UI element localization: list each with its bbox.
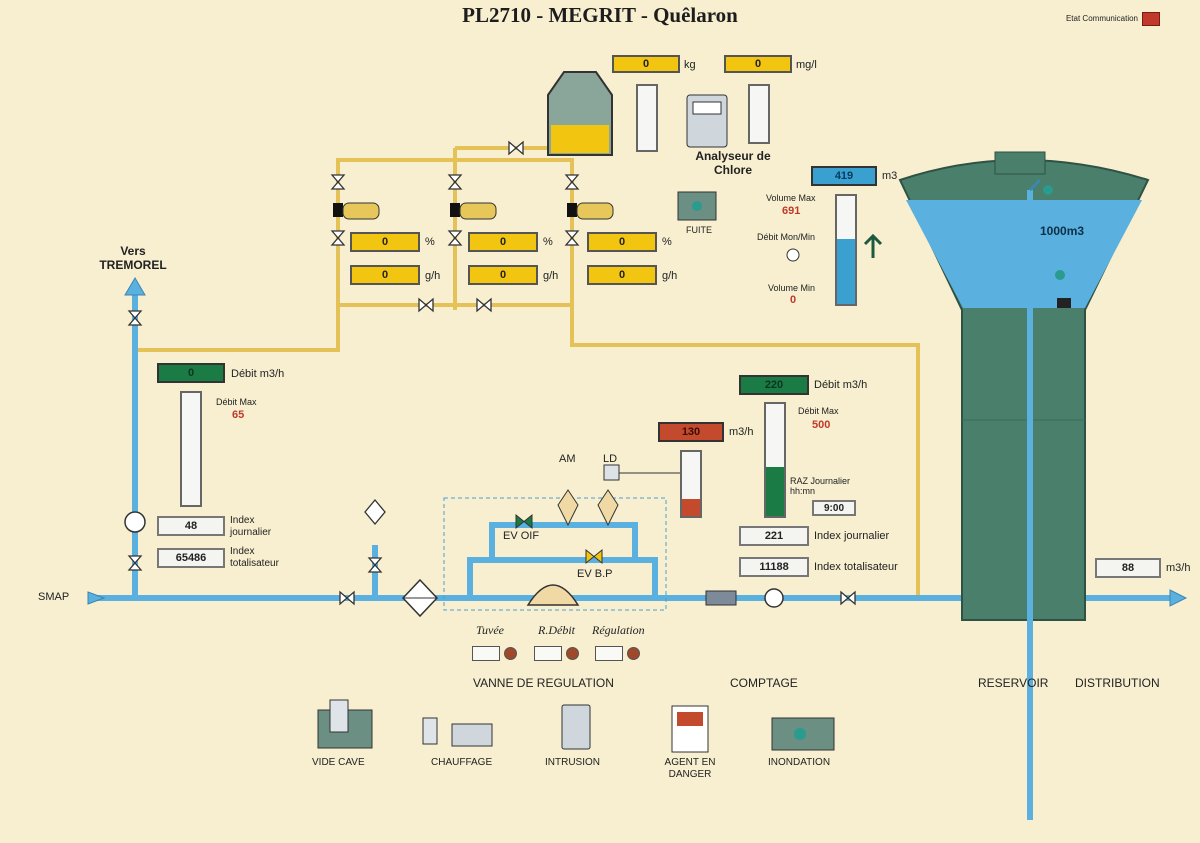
status-led-icon	[504, 647, 517, 660]
alarm-intrusion[interactable]: INTRUSION	[545, 757, 600, 768]
reg-button-tuvee[interactable]	[472, 646, 517, 661]
alarm-inondation[interactable]: INONDATION	[768, 757, 831, 768]
reservoir-volume-display: 419	[811, 166, 877, 186]
alarm-agent-danger[interactable]: AGENT EN DANGER	[664, 757, 716, 780]
counting-total-label: Index totalisateur	[814, 561, 898, 573]
reg-button-regulation[interactable]	[595, 646, 640, 661]
counting-daily-label: Index journalier	[814, 530, 890, 542]
reg-button-rdebit[interactable]	[534, 646, 579, 661]
distribution-section-label: DISTRIBUTION	[1075, 676, 1160, 690]
counting-daily-index: 221	[739, 526, 809, 546]
counting-flow-fill	[766, 466, 784, 516]
tremorel-max-label: Débit Max	[216, 397, 257, 407]
tremorel-label: Vers TREMOREL	[99, 244, 167, 272]
dosing-pumps	[333, 202, 614, 220]
regulation-flow-gauge	[680, 450, 702, 518]
counting-flow-gauge	[764, 402, 786, 518]
tremorel-daily-index: 48	[157, 516, 225, 536]
tremorel-total-label: Index totalisateur	[230, 546, 279, 569]
comm-status[interactable]: Etat Communication	[1066, 12, 1160, 26]
reservoir-section-label: RESERVOIR	[978, 676, 1049, 690]
counting-max-label: Débit Max	[798, 406, 839, 416]
chlorine-tank	[547, 71, 613, 156]
vol-min-value: 0	[790, 294, 797, 306]
alarm-chauffage[interactable]: CHAUFFAGE	[431, 757, 493, 768]
regulation-flow-unit: m3/h	[729, 426, 754, 438]
chlorine-mgl-display: 0	[724, 55, 792, 73]
tremorel-flow-label: Débit m3/h	[231, 368, 285, 380]
ev-oif-label: EV OIF	[503, 530, 540, 542]
alarm-vide-cave[interactable]: VIDE CAVE	[312, 757, 365, 768]
distribution-arrow	[1169, 589, 1188, 607]
reservoir-volume-gauge	[835, 194, 857, 306]
tremorel-flow-display: 0	[157, 363, 225, 383]
pump-3-pct: 0	[587, 232, 657, 252]
ev-bp-label: EV B.P	[577, 568, 613, 580]
status-led-icon	[566, 647, 579, 660]
reg-button-label-2: R.Débit	[538, 623, 575, 637]
regulation-flow-display: 130	[658, 422, 724, 442]
reg-button-label-1: Tuvée	[476, 623, 504, 637]
tremorel-max-value: 65	[232, 409, 245, 421]
analyser-label: Analyseur de Chlore	[695, 149, 771, 177]
tremorel-arrow	[124, 277, 146, 296]
pump-2-gh: 0	[468, 265, 538, 285]
pump-2-pct: 0	[468, 232, 538, 252]
regulation-section-label: VANNE DE REGULATION	[473, 676, 614, 690]
counting-max-value: 500	[812, 419, 831, 431]
pump-2-gh-unit: g/h	[543, 270, 559, 282]
comm-status-icon[interactable]	[1142, 12, 1160, 26]
vol-max-value: 691	[782, 205, 801, 217]
pump-2-pct-unit: %	[543, 236, 553, 248]
ld-label: LD	[603, 453, 618, 465]
raz-label: RAZ Journalier hh:mn	[790, 476, 851, 497]
comm-status-label: Etat Communication	[1065, 14, 1138, 24]
pump-3-gh: 0	[587, 265, 657, 285]
distribution-flow-display: 88	[1095, 558, 1161, 578]
chlorine-kg-display: 0	[612, 55, 680, 73]
volume-unit: m3	[882, 170, 898, 182]
leak-label: FUITE	[686, 225, 712, 235]
regulation-flow-fill	[682, 499, 700, 516]
mgl-unit: mg/l	[796, 59, 817, 71]
counting-flow-label: Débit m3/h	[814, 379, 868, 391]
rate-label: Débit Mon/Min	[757, 232, 816, 242]
regulation-valve	[526, 584, 580, 606]
pump-1-gh: 0	[350, 265, 420, 285]
tremorel-flow-gauge	[180, 391, 202, 507]
pump-3-gh-unit: g/h	[662, 270, 678, 282]
kg-unit: kg	[684, 59, 696, 71]
smap-label: SMAP	[38, 591, 70, 603]
vol-min-label: Volume Min	[768, 283, 816, 293]
tremorel-daily-label: Index journalier	[230, 515, 272, 538]
pump-1-gh-unit: g/h	[425, 270, 441, 282]
raz-value[interactable]: 9:00	[812, 500, 856, 516]
chlorine-kg-gauge	[636, 84, 658, 152]
alarm-icons	[317, 699, 835, 753]
chlorine-mgl-gauge	[748, 84, 770, 144]
counting-section-label: COMPTAGE	[730, 676, 798, 690]
reservoir-volume-fill	[837, 239, 855, 304]
pump-3-pct-unit: %	[662, 236, 672, 248]
pump-1-pct: 0	[350, 232, 420, 252]
reg-button-label-3: Régulation	[592, 623, 645, 637]
pump-1-pct-unit: %	[425, 236, 435, 248]
counting-total-index: 11188	[739, 557, 809, 577]
reservoir-capacity: 1000m3	[1040, 224, 1085, 238]
water-tower	[898, 151, 1150, 621]
status-led-icon	[627, 647, 640, 660]
distribution-flow-unit: m3/h	[1166, 562, 1191, 574]
am-label: AM	[559, 453, 576, 465]
page-title: PL2710 - MEGRIT - Quêlaron	[462, 3, 738, 27]
counting-flow-display: 220	[739, 375, 809, 395]
tremorel-total-index: 65486	[157, 548, 225, 568]
vol-max-label: Volume Max	[766, 193, 816, 203]
